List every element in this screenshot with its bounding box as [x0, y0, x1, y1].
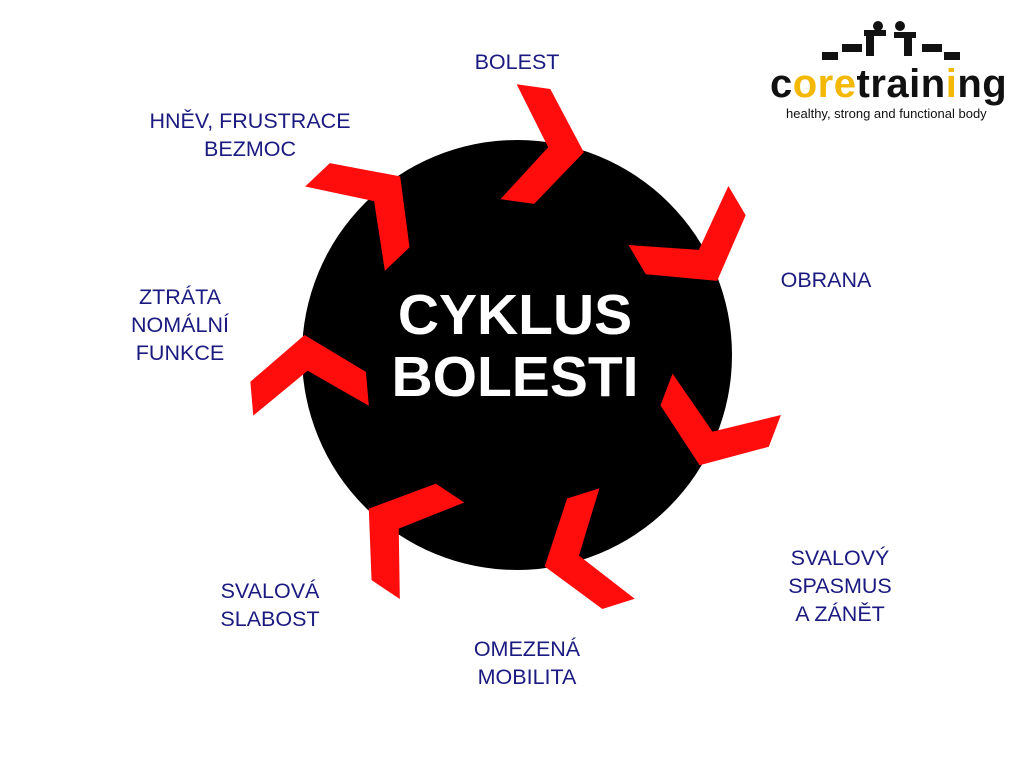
brand-part: i [945, 62, 958, 106]
cycle-arrow-chevron [544, 488, 635, 610]
stage-label-hnev-frustrace: HNĚV, FRUSTRACE BEZMOC [149, 109, 351, 161]
cycle-arrow-chevron [305, 163, 410, 271]
stage-label-omezena-mobilita: OMEZENÁ MOBILITA [473, 637, 581, 689]
stage-label-ztrata-funkce: ZTRÁTA NOMÁLNÍ FUNKCE [131, 285, 229, 365]
cycle-arrow-chevron [660, 373, 781, 466]
brand-name: coretraining [770, 62, 1007, 107]
cycle-arrows [250, 84, 781, 610]
coretraining-logo: coretraining healthy, strong and functio… [766, 18, 1016, 128]
cycle-arrow-chevron [500, 84, 584, 204]
logo-figures-icon [822, 21, 960, 60]
brand-part: ng [957, 62, 1008, 106]
stage-label-bolest: BOLEST [474, 50, 560, 74]
cycle-arrow-chevron [368, 483, 465, 600]
stage-label-obrana: OBRANA [780, 268, 872, 292]
stage-label-svalova-slabost: SVALOVÁ SLABOST [220, 579, 320, 631]
center-circle [302, 140, 732, 570]
stage-label-svalovy-spasmus: SVALOVÝ SPASMUS A ZÁNĚT [788, 546, 892, 626]
brand-part: ore [792, 62, 857, 106]
brand-tagline: healthy, strong and functional body [786, 106, 987, 121]
brand-part: c [770, 62, 793, 106]
cycle-title: CYKLUS BOLESTI [391, 283, 639, 409]
cycle-arrow-chevron [250, 334, 369, 416]
cycle-arrow-chevron [628, 185, 746, 281]
brand-part: train [856, 62, 946, 106]
